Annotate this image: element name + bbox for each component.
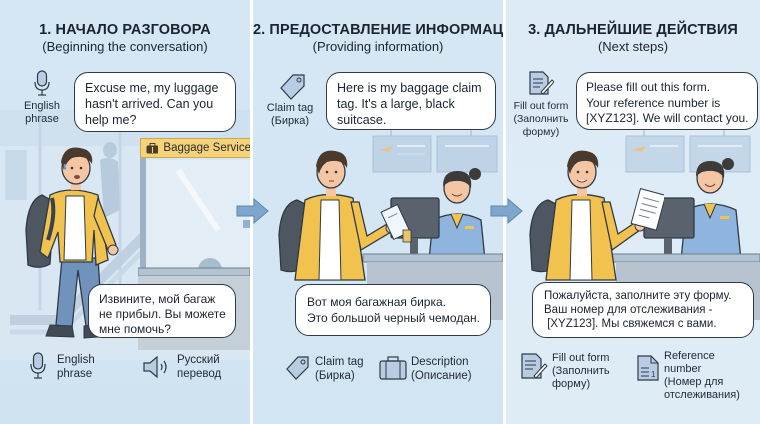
side-label-line: English (23, 100, 61, 112)
next-arrow-icon (236, 198, 269, 224)
side-label-line: (Заполнить (513, 113, 569, 125)
legend-line: Русский (177, 354, 220, 366)
side-label-line: форму) (522, 126, 560, 138)
legend-line: Description (411, 356, 469, 368)
bubble-line: Пожалуйста, заполните эту форму. (544, 290, 732, 302)
side-label: Fill out form (Заполнить форму) (508, 100, 574, 139)
tag-icon (280, 74, 305, 100)
side-label: Claim tag (Бирка) (259, 102, 321, 128)
bubble-line: tag. It's a large, black (337, 97, 455, 111)
speech-bubble-english: Please fill out this form. Your referenc… (576, 72, 758, 130)
bubble-line: Please fill out this form. (586, 80, 711, 94)
legend-line: перевод (177, 368, 222, 380)
next-arrow-icon (490, 198, 523, 224)
legend-line: форму) (552, 378, 591, 390)
legend-line: phrase (57, 368, 93, 380)
speech-bubble-russian: Вот моя багажная бирка. Это большой черн… (295, 284, 491, 336)
tag-icon (286, 356, 309, 380)
speech-bubble-russian: Пожалуйста, заполните эту форму. Ваш ном… (532, 282, 754, 338)
form-pen-icon (521, 353, 548, 379)
legend-line: Reference (664, 350, 715, 362)
bubble-line: Here is my baggage claim (337, 81, 482, 95)
legend-line: Fill out form (552, 352, 610, 364)
legend-line: Claim tag (315, 356, 364, 368)
legend-label: Description (Описание) (411, 355, 472, 383)
legend-line: English (57, 354, 95, 366)
legend-line: (Бирка) (315, 370, 355, 382)
panel-beginning-conversation: 1. НАЧАЛО РАЗГОВОРА (Beginning the conve… (0, 0, 250, 424)
side-label-line: phrase (25, 113, 59, 125)
bubble-line: мне помочь? (99, 322, 171, 336)
bubble-line: [XYZ123]. We will contact you. (586, 111, 749, 125)
bubble-line: suitcase. (337, 113, 387, 127)
form-pen-icon (529, 71, 554, 95)
side-label: English phrase (18, 100, 66, 126)
legend-line: number (664, 363, 702, 375)
svg-text:1: 1 (651, 370, 656, 379)
bubble-line: Вот моя багажная бирка. (307, 295, 446, 309)
panel-subtitle: (Providing information) (312, 39, 444, 54)
legend-label: Reference number (Номер для отслеживания… (664, 350, 740, 402)
side-label-line: Claim tag (266, 102, 314, 114)
legend-label: English phrase (57, 353, 95, 381)
legend-label: Русский перевод (177, 353, 221, 381)
panel-providing-information: 2. ПРЕДОСТАВЛЕНИЕ ИНФОРМАЦИИ (Providing … (253, 0, 503, 424)
speech-bubble-english: Excuse me, my luggage hasn't arrived. Ca… (74, 72, 236, 132)
speech-bubble-russian: Извините, мой багаж не прибыл. Вы можете… (88, 284, 236, 338)
panel-next-steps: 3. ДАЛЬНЕЙШИЕ ДЕЙСТВИЯ (Next steps) (506, 0, 760, 424)
panel-title: 3. ДАЛЬНЕЙШИЕ ДЕЙСТВИЯ (528, 22, 738, 38)
side-label-line: Fill out form (513, 100, 569, 112)
sign-text: Baggage Service (163, 142, 250, 154)
traveler-giving-tag-illustration (278, 150, 412, 281)
legend-label: Fill out form (Заполнить форму) (552, 352, 610, 391)
speech-bubble-english: Here is my baggage claim tag. It's a lar… (326, 72, 496, 130)
panel-subtitle: (Next steps) (597, 39, 669, 54)
panel-title: 2. ПРЕДОСТАВЛЕНИЕ ИНФОРМАЦИИ (253, 22, 503, 38)
document-number-icon: 1 (637, 355, 659, 381)
microphone-icon (30, 352, 46, 379)
legend-line: отслеживания) (664, 389, 740, 401)
bubble-line: [XYZ123]. Мы свяжемся с вами. (544, 318, 717, 330)
bubble-line: help me? (85, 113, 137, 127)
speaker-icon (143, 356, 167, 378)
panel-title: 1. НАЧАЛО РАЗГОВОРА (39, 22, 211, 38)
legend-line: (Номер для (664, 376, 724, 388)
bubble-line: Excuse me, my luggage (85, 81, 219, 95)
flight-boards-illustration (372, 130, 498, 173)
microphone-icon (34, 70, 50, 96)
bubble-line: Это большой черный чемодан. (307, 311, 480, 325)
suitcase-icon (379, 356, 407, 380)
traveler-receiving-form-illustration (529, 150, 664, 281)
side-label-line: (Бирка) (271, 115, 309, 127)
panel-subtitle: (Beginning the conversation) (42, 39, 208, 54)
bubble-line: Извините, мой багаж (99, 292, 216, 306)
legend-line: (Описание) (411, 370, 472, 382)
traveler-worried-illustration (25, 147, 119, 339)
briefcase-icon (146, 142, 159, 153)
legend-label: Claim tag (Бирка) (315, 355, 364, 383)
bubble-line: hasn't arrived. Can you (85, 97, 214, 111)
baggage-service-sign: Baggage Service (140, 138, 250, 158)
bubble-line: не прибыл. Вы можете (99, 307, 226, 321)
bubble-line: Ваш номер для отслеживания - (544, 304, 713, 316)
bubble-line: Your reference number is (586, 95, 721, 110)
legend-line: (Заполнить (552, 365, 610, 377)
